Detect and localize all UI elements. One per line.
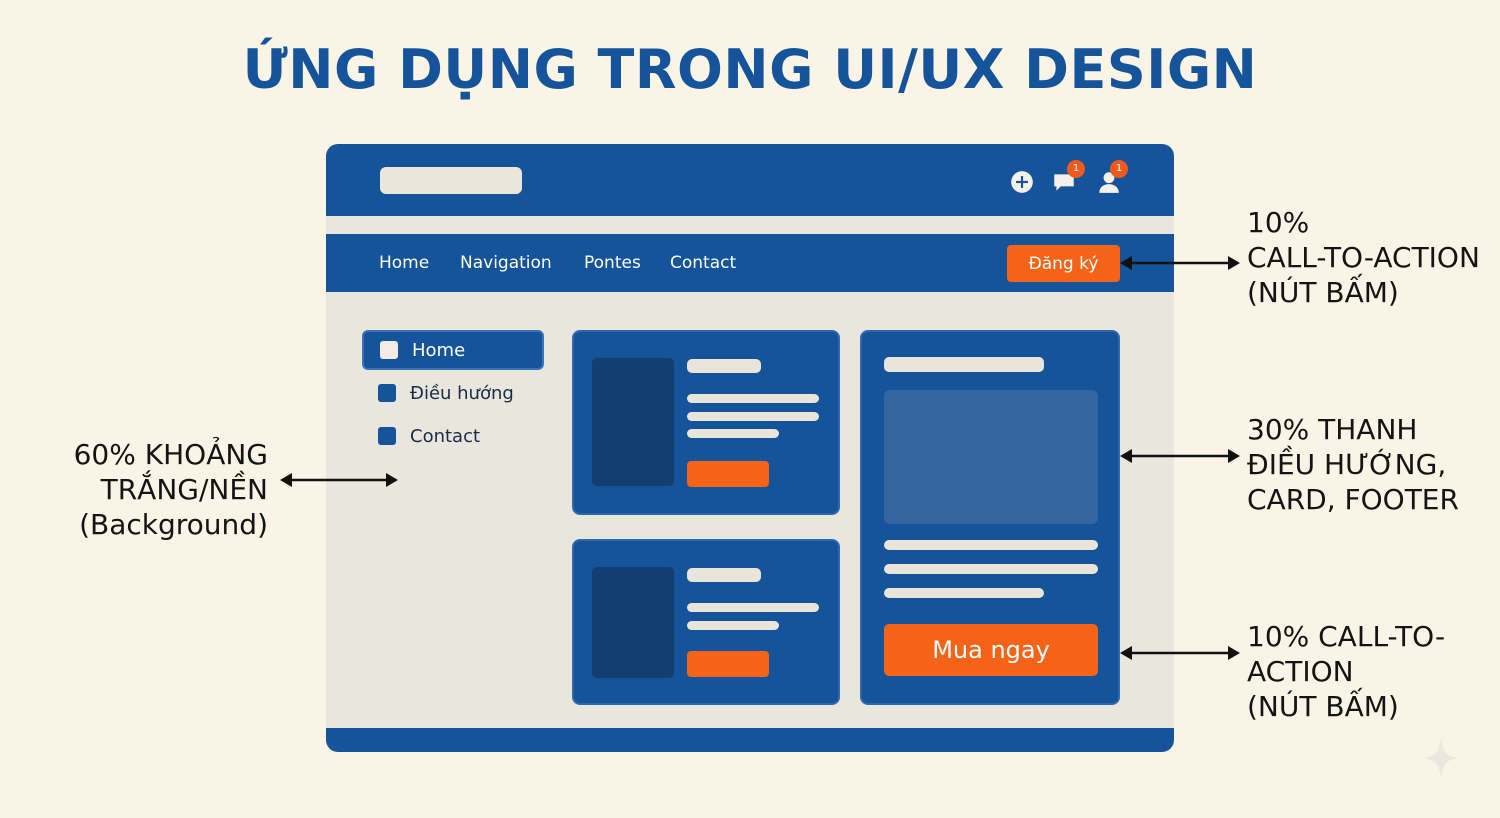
nav-link-pontes[interactable]: Pontes <box>584 253 641 273</box>
double-arrow-icon <box>1120 256 1240 270</box>
content-card-2 <box>572 539 840 705</box>
content-card-1 <box>572 330 840 515</box>
product-title-line <box>884 357 1044 372</box>
buy-now-button[interactable]: Mua ngay <box>884 624 1098 676</box>
register-button[interactable]: Đăng ký <box>1007 245 1120 282</box>
sidebar-item-contact[interactable]: Contact <box>362 416 544 456</box>
product-text-line <box>884 564 1098 574</box>
annotation-cta-top: 10% CALL-TO-ACTION (NÚT BẤM) <box>1247 206 1480 309</box>
product-image-placeholder <box>884 390 1098 524</box>
card-button[interactable] <box>687 651 769 677</box>
mockup-navbar: Home Navigation Pontes Contact Đăng ký <box>326 234 1174 292</box>
mockup-footer <box>326 728 1174 752</box>
product-card: Mua ngay <box>860 330 1120 705</box>
double-arrow-icon <box>1120 449 1240 463</box>
card-button[interactable] <box>687 461 769 487</box>
plus-circle-icon[interactable] <box>1008 168 1036 196</box>
ui-mockup: 1 1 Home Navigation Pontes Contact Đăng … <box>326 144 1174 752</box>
sparkle-icon <box>1424 738 1458 778</box>
card-text-line <box>687 621 779 630</box>
chat-icon[interactable] <box>1050 168 1078 196</box>
card-title-line <box>687 359 761 373</box>
card-image-placeholder <box>592 567 674 678</box>
mockup-header: 1 1 <box>326 144 1174 216</box>
annotation-navigation: 30% THANH ĐIỀU HƯỚNG, CARD, FOOTER <box>1247 413 1459 516</box>
checkbox-icon <box>378 427 396 445</box>
sidebar-item-label: Contact <box>410 425 481 447</box>
nav-link-navigation[interactable]: Navigation <box>460 253 552 273</box>
card-text-line <box>687 394 819 403</box>
sidebar-item-label: Home <box>412 339 466 361</box>
user-badge: 1 <box>1110 160 1128 178</box>
sidebar-item-home[interactable]: Home <box>362 330 544 370</box>
card-text-line <box>687 429 779 438</box>
chat-badge: 1 <box>1067 160 1085 178</box>
page-title: ỨNG DỤNG TRONG UI/UX DESIGN <box>242 38 1258 101</box>
product-text-line <box>884 540 1098 550</box>
product-text-line <box>884 588 1044 598</box>
sidebar-item-label: Điều hướng <box>410 382 514 404</box>
double-arrow-icon <box>280 473 398 487</box>
double-arrow-icon <box>1120 646 1240 660</box>
nav-link-home[interactable]: Home <box>379 253 430 273</box>
card-title-line <box>687 568 761 582</box>
card-text-line <box>687 412 819 421</box>
nav-link-contact[interactable]: Contact <box>670 253 737 273</box>
annotation-cta-bottom: 10% CALL-TO- ACTION (NÚT BẤM) <box>1247 620 1446 723</box>
checkbox-icon <box>378 384 396 402</box>
header-divider <box>326 216 1174 234</box>
annotation-background: 60% KHOẢNG TRẮNG/NỀN (Background) <box>73 438 268 541</box>
card-image-placeholder <box>592 358 674 486</box>
card-text-line <box>687 603 819 612</box>
checkbox-icon <box>380 341 398 359</box>
sidebar-item-navigation[interactable]: Điều hướng <box>362 373 544 413</box>
logo-placeholder <box>380 167 522 194</box>
